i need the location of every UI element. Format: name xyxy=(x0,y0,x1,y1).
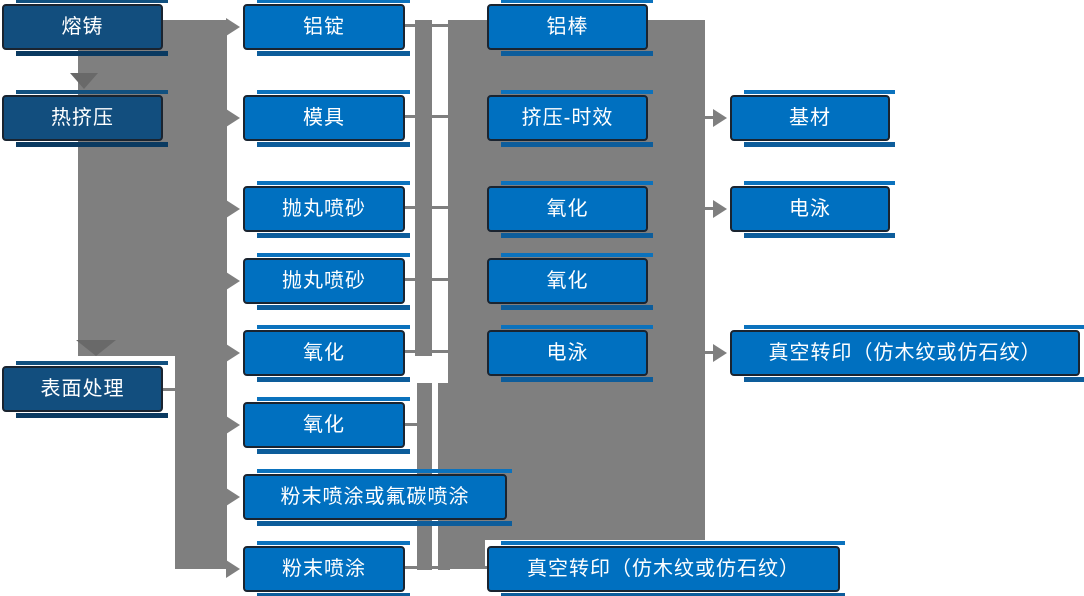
arrowhead-to-oxidation-1 xyxy=(226,344,240,362)
node-electrophoresis-2: 电泳 xyxy=(730,181,895,238)
connector-left-trunk xyxy=(78,20,227,356)
link-base-material xyxy=(705,116,715,119)
node-surface-treatment: 表面处理 xyxy=(2,361,168,418)
connector-mid-trunk xyxy=(415,20,432,356)
node-mold: 模具 xyxy=(243,90,410,147)
node-oxidation-1: 氧化 xyxy=(243,325,410,382)
link-row1 xyxy=(405,24,448,27)
node-base-material: 基材 xyxy=(730,90,895,147)
node-oxidation-4: 氧化 xyxy=(487,253,653,310)
link-row6 xyxy=(405,423,419,426)
node-oxidation-2: 氧化 xyxy=(243,397,410,454)
arrowhead-to-electrophoresis-2 xyxy=(713,200,727,218)
arrowhead-to-shot-blasting-2 xyxy=(226,272,240,290)
node-electrophoresis-1: 电泳 xyxy=(487,325,653,382)
arrowhead-to-vacuum-transfer-right xyxy=(713,344,727,362)
node-shot-blasting-2: 抛丸喷砂 xyxy=(243,253,410,310)
arrowhead-to-surface-treatment xyxy=(76,340,116,356)
link-electrophoresis2 xyxy=(705,207,715,210)
connector-lower-left-trunk xyxy=(175,356,227,569)
node-powder-coating: 粉末喷涂 xyxy=(243,541,410,596)
link-row8 xyxy=(405,566,489,569)
node-aluminum-ingot: 铝锭 xyxy=(243,0,410,56)
connector-column3-tab xyxy=(448,540,485,568)
node-oxidation-3: 氧化 xyxy=(487,181,653,238)
arrowhead-to-hot-extrusion xyxy=(70,73,98,89)
link-row5 xyxy=(405,350,448,353)
arrowhead-to-shot-blasting-1 xyxy=(226,200,240,218)
node-aluminum-rod: 铝棒 xyxy=(487,0,653,56)
link-vacuum-right xyxy=(705,351,715,354)
arrowhead-to-powder-coating xyxy=(226,560,240,578)
arrowhead-to-oxidation-2 xyxy=(226,416,240,434)
arrowhead-to-powder-or-fluorocarbon xyxy=(226,488,240,506)
node-shot-blasting-1: 抛丸喷砂 xyxy=(243,181,410,238)
link-row4 xyxy=(405,278,448,281)
arrowhead-to-aluminum-ingot xyxy=(226,18,240,36)
node-melting-casting: 熔铸 xyxy=(2,0,168,56)
node-extrusion-aging: 挤压-时效 xyxy=(487,90,653,147)
link-surface-treatment xyxy=(163,388,177,391)
arrowhead-to-base-material xyxy=(713,109,727,127)
link-row2 xyxy=(405,115,448,118)
node-vacuum-transfer-right: 真空转印（仿木纹或仿石纹） xyxy=(730,325,1084,382)
node-vacuum-transfer-bottom: 真空转印（仿木纹或仿石纹） xyxy=(487,541,845,596)
node-powder-or-fluorocarbon-coating: 粉末喷涂或氟碳喷涂 xyxy=(243,469,512,526)
arrowhead-to-mold xyxy=(226,109,240,127)
node-hot-extrusion: 热挤压 xyxy=(2,90,168,147)
link-row3 xyxy=(405,206,448,209)
